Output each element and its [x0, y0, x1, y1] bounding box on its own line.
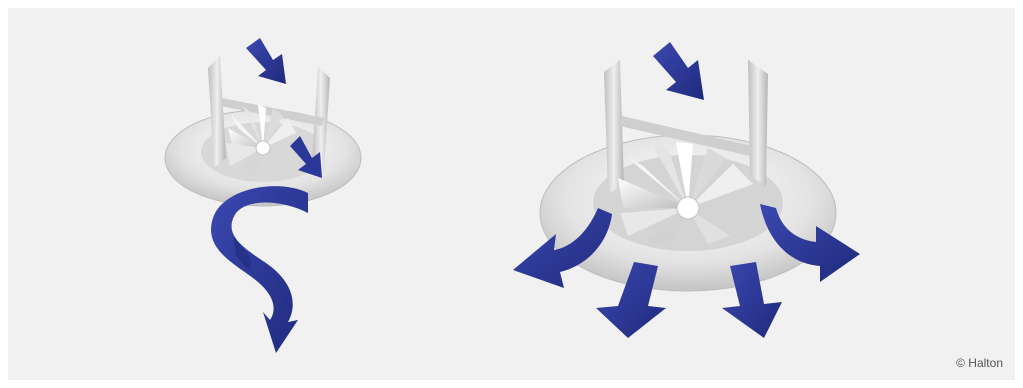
- illustration-frame: © Halton: [8, 8, 1015, 380]
- left-diffuser: [165, 38, 361, 353]
- right-diffuser: [513, 42, 860, 338]
- inflow-arrow-icon: [246, 38, 286, 84]
- image-credit: © Halton: [956, 356, 1003, 370]
- swirl-arrow-icon: [211, 186, 308, 353]
- airflow-illustration: [8, 8, 1015, 380]
- inflow-arrow-icon: [653, 42, 704, 100]
